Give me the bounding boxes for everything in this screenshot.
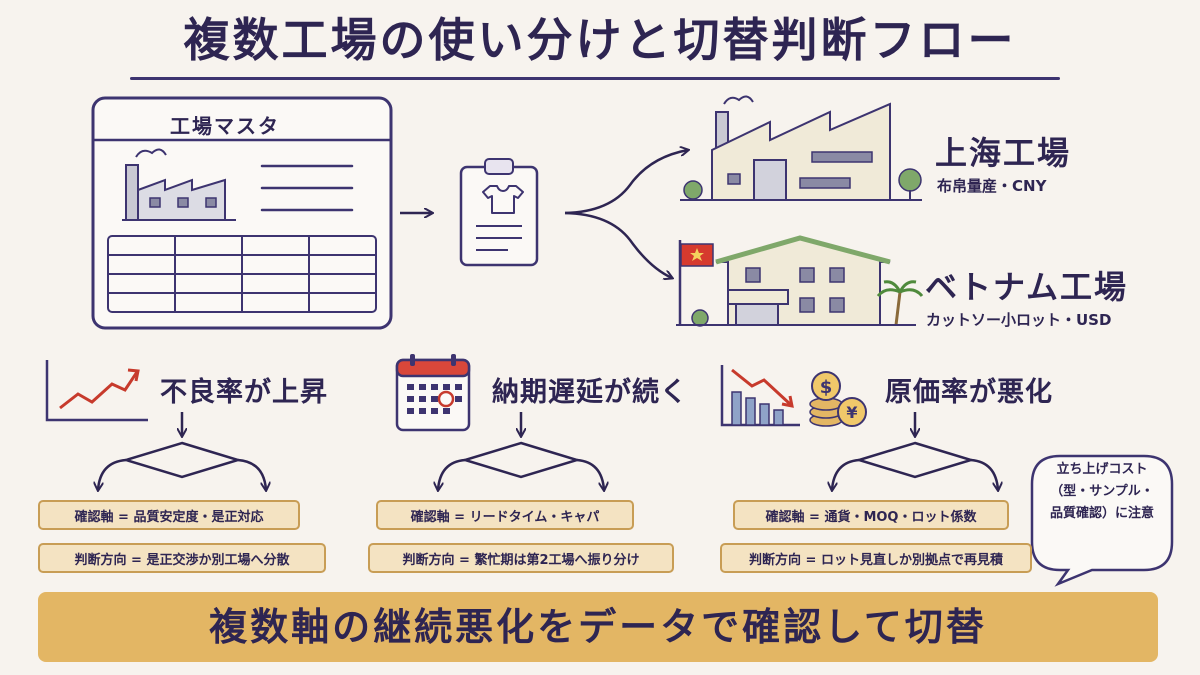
trigger-2-decision: 判断方向 = 繁忙期は第2工場へ振り分け (368, 543, 674, 573)
note-line: （型・サンプル・ (1050, 484, 1154, 499)
factory-icon (122, 148, 236, 221)
title-underline (130, 77, 1060, 80)
vietnam-flag-icon (680, 243, 714, 267)
trigger-3-label: 原価率が悪化 (885, 377, 1053, 408)
spec-lines (260, 164, 354, 212)
trend-up-icon (45, 360, 148, 422)
decision-diamond-1 (98, 441, 266, 490)
trend-down-icon (720, 365, 800, 427)
master-table (107, 235, 377, 313)
trigger-2-check-axis: 確認軸 = リードタイム・キャパ (376, 500, 634, 530)
vietnam-factory-name: ベトナム工場 (925, 268, 1129, 306)
vietnam-factory-illustration (676, 235, 924, 327)
trigger-3-check-axis: 確認軸 = 通貨・MOQ・ロット係数 (733, 500, 1009, 530)
arrow-to-vietnam (564, 211, 672, 278)
coins-icon: $ ¥ (809, 371, 867, 427)
arrow-to-shanghai (564, 150, 688, 215)
clipboard-tshirt-icon (459, 158, 539, 267)
note-line: 品質確認）に注意 (1049, 506, 1154, 521)
note-bubble-outline (1030, 454, 1174, 587)
conclusion-banner: 複数軸の継続悪化をデータで確認して切替 (38, 592, 1158, 662)
calendar-icon (395, 354, 471, 432)
svg-text:¥: ¥ (846, 403, 857, 422)
trigger-2-label: 納期遅延が続く (492, 377, 688, 408)
factory-master-panel (91, 96, 393, 330)
decision-diamond-2 (438, 441, 604, 490)
trigger-1-decision: 判断方向 = 是正交渉か別工場へ分散 (38, 543, 326, 573)
decision-diamond-3 (832, 441, 998, 490)
page-title: 複数工場の使い分けと切替判断フロー (183, 13, 1017, 67)
trigger-1-check-axis: 確認軸 = 品質安定度・是正対応 (38, 500, 300, 530)
svg-text:$: $ (820, 377, 833, 398)
palm-tree-icon (876, 280, 924, 326)
shanghai-factory-desc: 布帛量産・CNY (937, 177, 1047, 195)
factory-master-label: 工場マスタ (170, 114, 280, 138)
trigger-1-label: 不良率が上昇 (160, 377, 328, 408)
trigger-3-decision: 判断方向 = ロット見直しか別拠点で再見積 (720, 543, 1032, 573)
shanghai-factory-illustration (680, 95, 922, 201)
startup-cost-note: 立ち上げコスト （型・サンプル・ 品質確認）に注意 (1032, 453, 1172, 573)
note-line: 立ち上げコスト (1056, 462, 1148, 477)
vietnam-factory-desc: カットソー小ロット・USD (926, 311, 1112, 329)
shanghai-factory-name: 上海工場 (935, 134, 1072, 172)
